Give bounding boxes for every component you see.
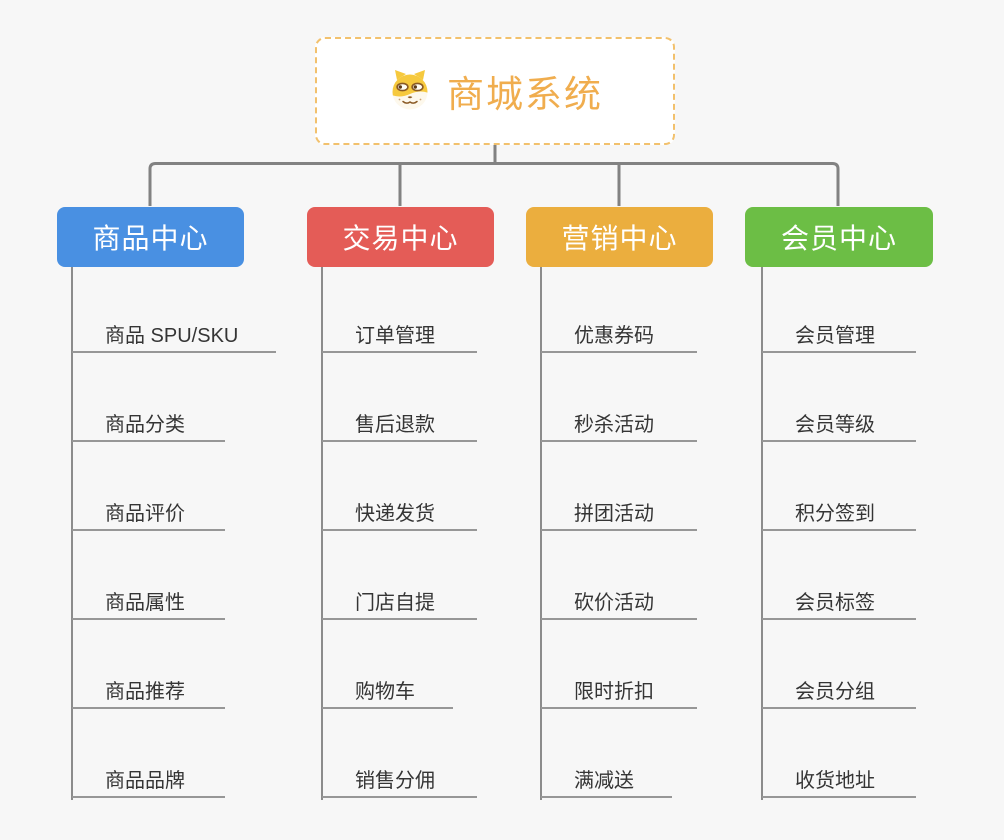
topic-bargain-activity[interactable]: 砍价活动 xyxy=(541,581,697,620)
connector-bus xyxy=(148,162,840,206)
topic-product-spu-sku[interactable]: 商品 SPU/SKU xyxy=(72,314,276,353)
branch-node-product-center[interactable]: 商品中心 xyxy=(57,207,244,267)
topic-coupon-code[interactable]: 优惠券码 xyxy=(541,314,697,353)
topic-product-review[interactable]: 商品评价 xyxy=(72,492,225,531)
topic-product-brand[interactable]: 商品品牌 xyxy=(72,759,225,798)
branch-node-marketing-center[interactable]: 营销中心 xyxy=(526,207,713,267)
topic-points-checkin[interactable]: 积分签到 xyxy=(762,492,916,531)
dog-face-icon xyxy=(387,68,433,114)
topic-member-level[interactable]: 会员等级 xyxy=(762,403,916,442)
branch-node-trade-center[interactable]: 交易中心 xyxy=(307,207,494,267)
branch-node-member-center[interactable]: 会员中心 xyxy=(745,207,933,267)
topic-flash-sale[interactable]: 秒杀活动 xyxy=(541,403,697,442)
topic-member-management[interactable]: 会员管理 xyxy=(762,314,916,353)
root-node-title: 商城系统 xyxy=(447,74,603,115)
topic-product-category[interactable]: 商品分类 xyxy=(72,403,225,442)
topic-shipping-address[interactable]: 收货地址 xyxy=(762,759,916,798)
topic-limited-time-discount[interactable]: 限时折扣 xyxy=(541,670,697,709)
topic-member-group[interactable]: 会员分组 xyxy=(762,670,916,709)
topic-sales-commission[interactable]: 销售分佣 xyxy=(322,759,477,798)
topic-order-management[interactable]: 订单管理 xyxy=(322,314,477,353)
topic-product-recommend[interactable]: 商品推荐 xyxy=(72,670,225,709)
topic-express-delivery[interactable]: 快递发货 xyxy=(322,492,477,531)
topic-product-attribute[interactable]: 商品属性 xyxy=(72,581,225,620)
topic-shopping-cart[interactable]: 购物车 xyxy=(322,670,453,709)
topic-member-tag[interactable]: 会员标签 xyxy=(762,581,916,620)
topic-after-sale-refund[interactable]: 售后退款 xyxy=(322,403,477,442)
root-node-mall-system[interactable]: 商城系统 xyxy=(315,37,675,145)
topic-group-buy[interactable]: 拼团活动 xyxy=(541,492,697,531)
topic-full-reduction[interactable]: 满减送 xyxy=(541,759,672,798)
topic-store-pickup[interactable]: 门店自提 xyxy=(322,581,477,620)
